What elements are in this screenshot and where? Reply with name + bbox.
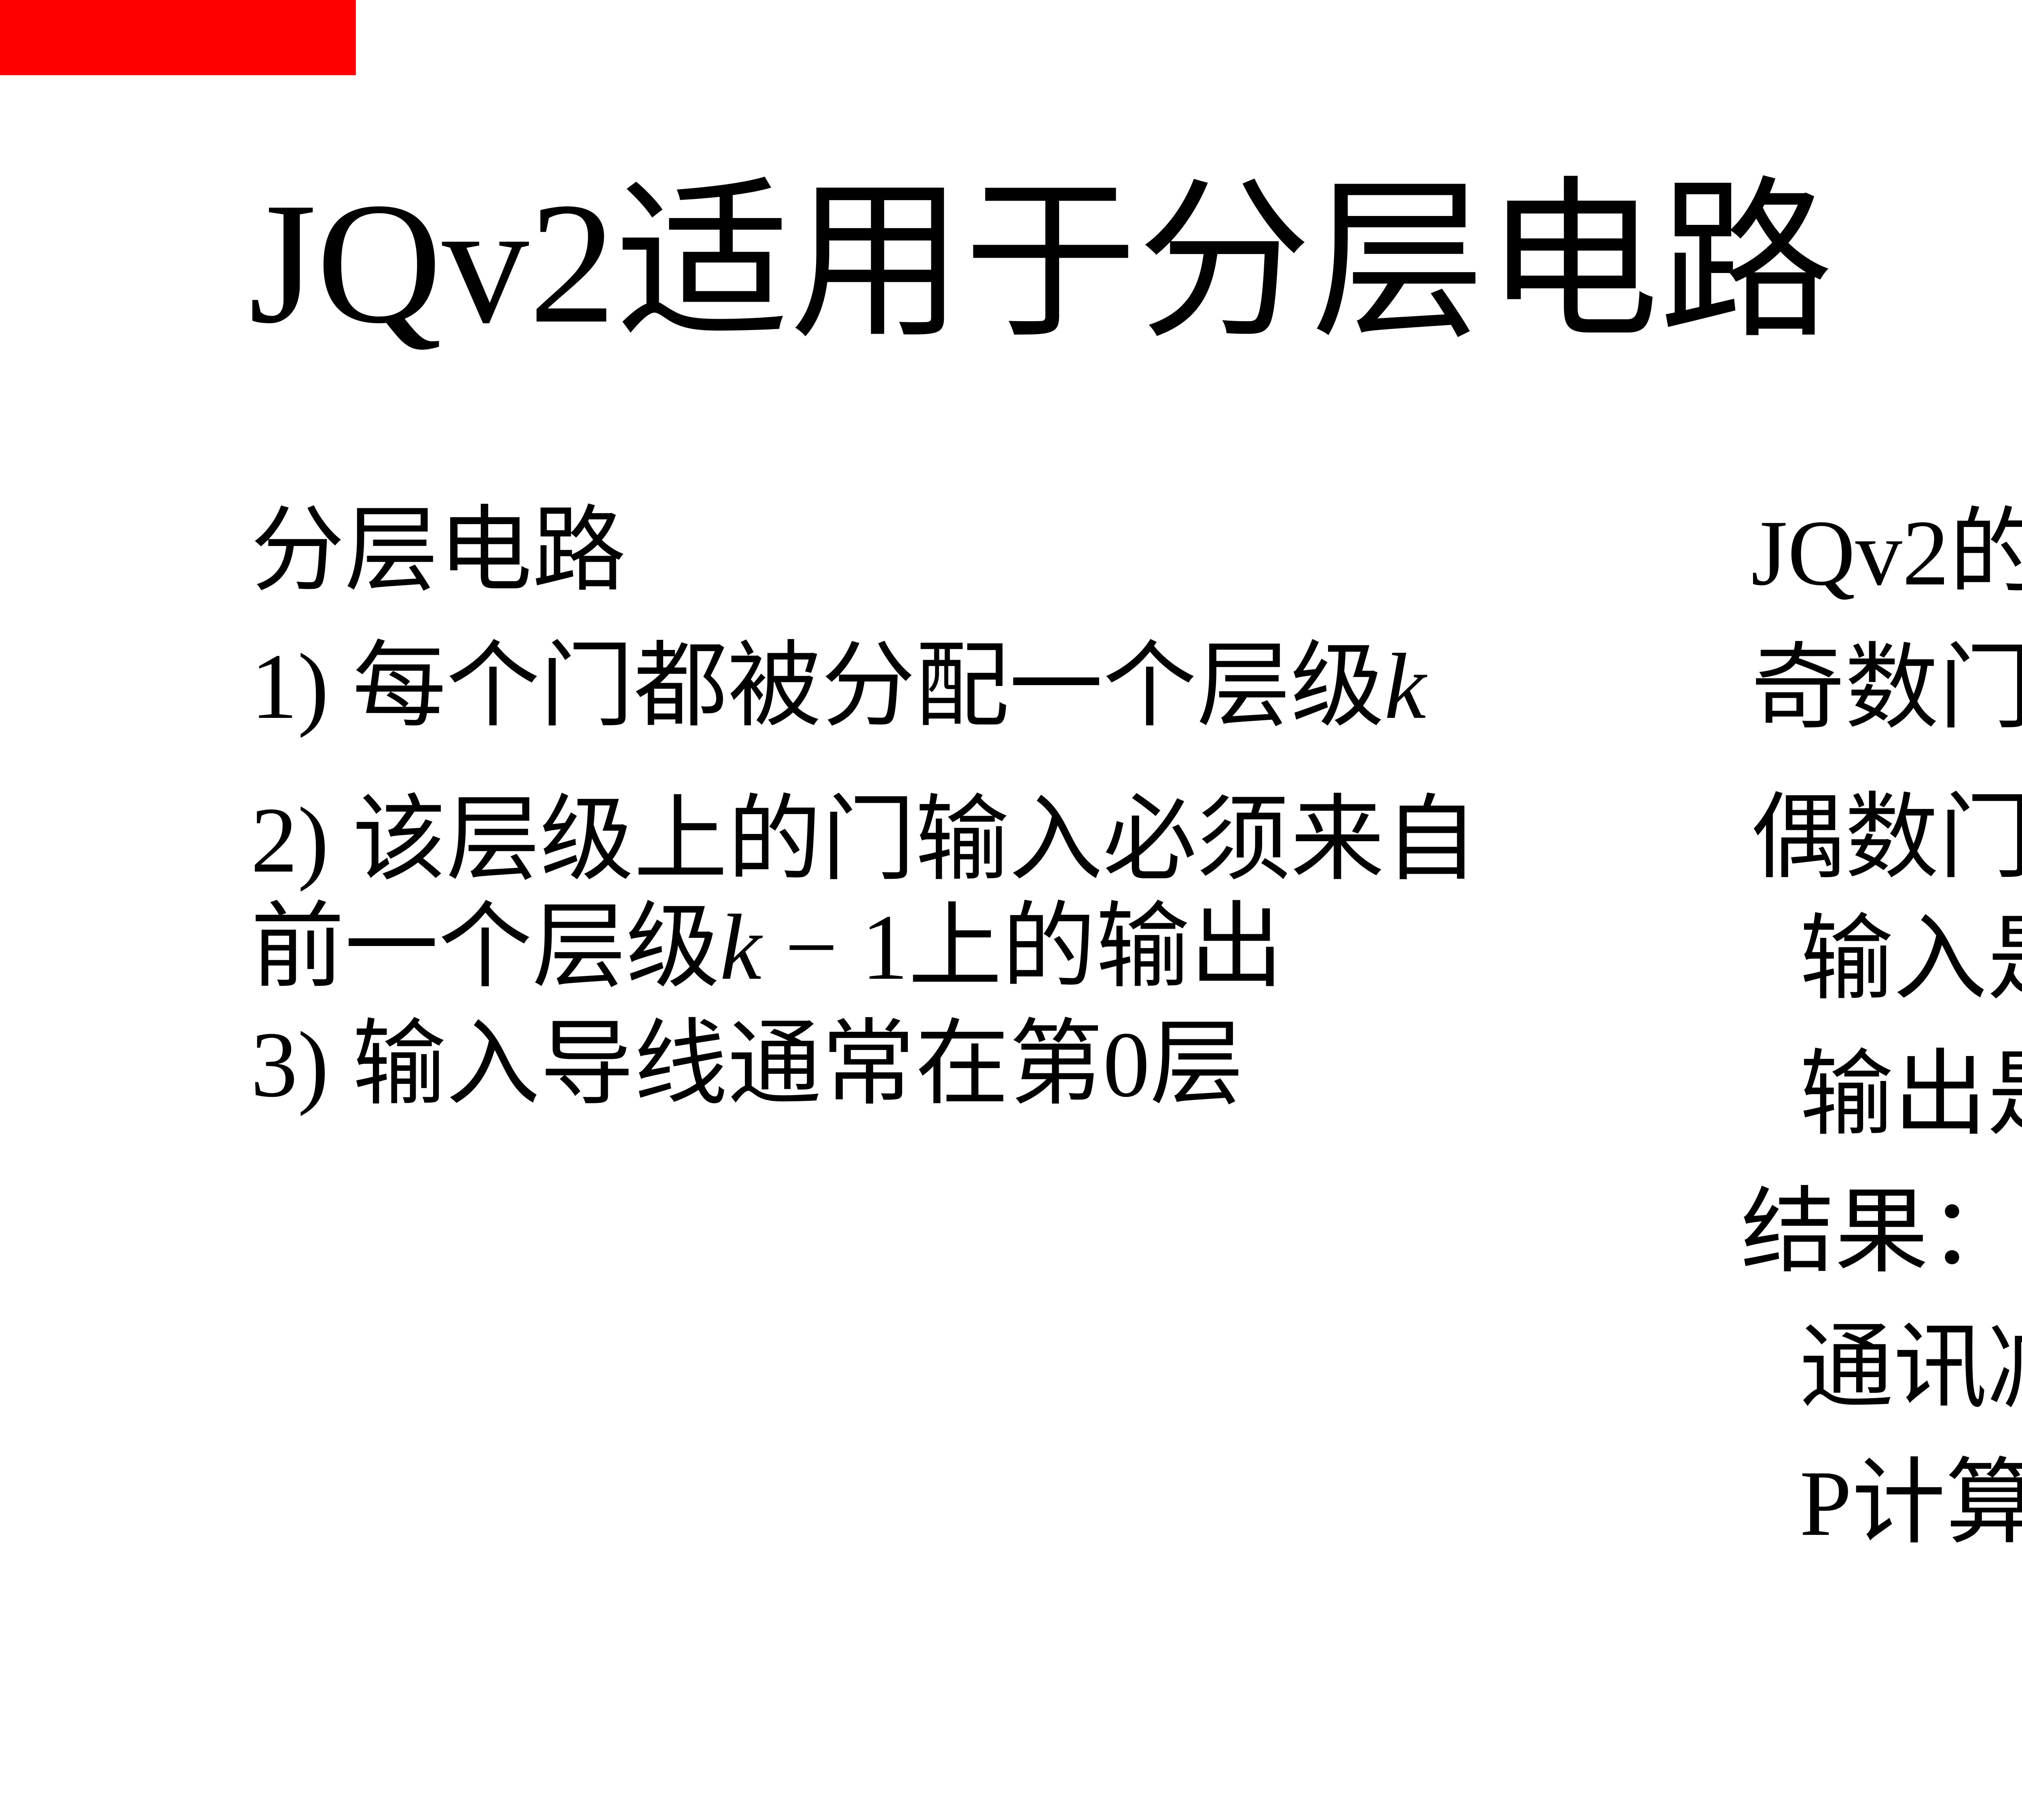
odd-gates-line: 奇数门：运行QuickSilver [1751, 637, 2022, 740]
item1-variable-k: k [1384, 635, 1426, 739]
left-heading-text: 分层电路 [251, 499, 626, 603]
item2-variable-k: k [720, 895, 761, 999]
item1-text: 1) 每个门都被分配一个层级 [251, 635, 1385, 739]
left-column-heading: 分层电路 [251, 499, 626, 603]
corner-marker [0, 0, 356, 75]
even-gates-label: 偶数门： [1751, 787, 2022, 890]
result-label-text: 结果： [1741, 1181, 2022, 1285]
even-gates-text: 偶数门： [1751, 786, 2022, 890]
odd-gates-text: 奇数门：运行QuickSilver [1751, 637, 2022, 741]
left-list-item-1: 1) 每个门都被分配一个层级k [251, 635, 1426, 738]
left-list-item-3: 3) 输入导线通常在第0层 [251, 1013, 1244, 1116]
result-label: 结果： [1741, 1181, 2022, 1284]
result-detail-communication: 通讯减半（偶数门无需通信） [1800, 1316, 2022, 1420]
right-heading-text: JQv2的优化 [1751, 501, 2022, 605]
even-gates-detail-output: 输出是后一层奇数门的输入 [1800, 1043, 2022, 1147]
even-gates-detail-input: 输入是前一层奇数门的输出 [1800, 908, 2022, 1011]
item2-line2-suffix: − 1上的输出 [761, 895, 1284, 999]
item2-line1-text: 2) 该层级上的门输入必须来自 [251, 788, 1478, 892]
left-list-item-2-line1: 2) 该层级上的门输入必须来自 [251, 789, 1478, 892]
even-detail-output-text: 输出是后一层奇数门的输入 [1800, 1043, 2022, 1147]
item3-text: 3) 输入导线通常在第0层 [251, 1013, 1244, 1117]
left-list-item-2-line2: 前一个层级k − 1上的输出 [251, 896, 1284, 999]
slide-title: JQv2适用于分层电路 [249, 167, 1833, 360]
result-detail-compute: P计算量加倍 [1800, 1452, 2022, 1555]
result-detail-comm-text: 通讯减半（偶数门无需通信） [1800, 1316, 2022, 1420]
right-column-heading: JQv2的优化 [1751, 502, 2022, 605]
even-detail-input-text: 输入是前一层奇数门的输出 [1800, 908, 2022, 1012]
item2-line2-prefix: 前一个层级 [251, 895, 720, 999]
result-detail-compute-text: P计算量加倍 [1800, 1452, 2022, 1555]
